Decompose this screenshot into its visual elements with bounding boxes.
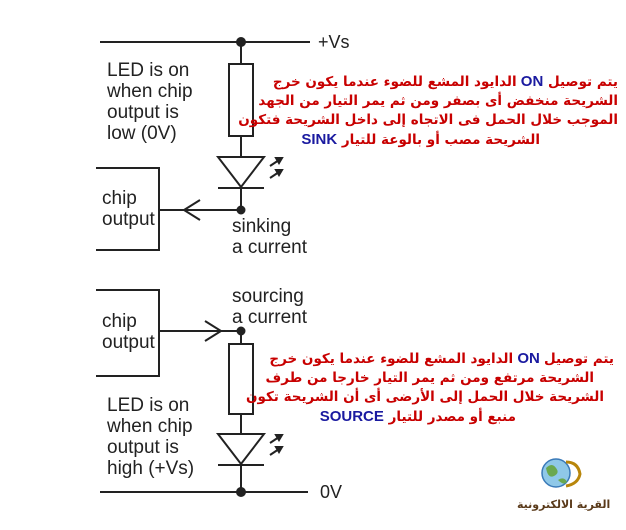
bottom-chip-label: chip output (102, 311, 155, 353)
arabic-line: الشريحة مصب أو بالوعة للتيار SINK (301, 131, 540, 148)
arabic-line: الشريحة مرتفع ومن ثم يمر التيار خارجا من… (265, 370, 594, 386)
keyword-on: ON (516, 73, 544, 90)
keyword-source: SOURCE (319, 408, 384, 425)
keyword-on: ON (513, 350, 544, 367)
top-led-triangle (215, 156, 267, 189)
bottom-led-triangle (215, 433, 267, 466)
sinking-label: sinking a current (232, 216, 307, 258)
arabic-line: يتم توصيل ON الدايود المشع للضوء عندما ي… (272, 73, 618, 90)
sink-arrow (182, 199, 201, 221)
bottom-led-note: LED is on when chip output is high (+Vs) (107, 395, 195, 479)
keyword-sink: SINK (301, 131, 338, 148)
gnd-label: 0V (320, 482, 343, 502)
vs-label: +Vs (318, 32, 350, 52)
bottom-arabic-note: يتم توصيل ON الدايود المشع للضوء عندما ي… (246, 349, 614, 427)
top-chip-label: chip output (102, 188, 155, 230)
top-resistor (228, 63, 254, 137)
top-led-note: LED is on when chip output is low (0V) (107, 60, 193, 144)
logo-text: القرية الالكترونية (517, 498, 611, 511)
bottom-resistor (228, 343, 254, 415)
bottom-chip-box (96, 289, 160, 377)
sourcing-label: sourcing a current (232, 286, 307, 328)
arabic-line: الموجب خلال الحمل فى الاتجاه إلى داخل ال… (238, 112, 618, 128)
top-arabic-note: يتم توصيل ON الدايود المشع للضوء عندما ي… (238, 72, 618, 150)
source-arrow (204, 320, 223, 342)
arabic-line: الشريحة خلال الحمل إلى الأرضى أى أن الشر… (245, 389, 604, 405)
arabic-line: منبع أو مصدر للتيار SOURCE (319, 408, 516, 425)
arabic-line: يتم توصيل ON الدايود المشع للضوء عندما ي… (269, 350, 614, 367)
arabic-line: الشريحة منخفض أى بصفر ومن ثم يمر التيار … (258, 93, 618, 109)
